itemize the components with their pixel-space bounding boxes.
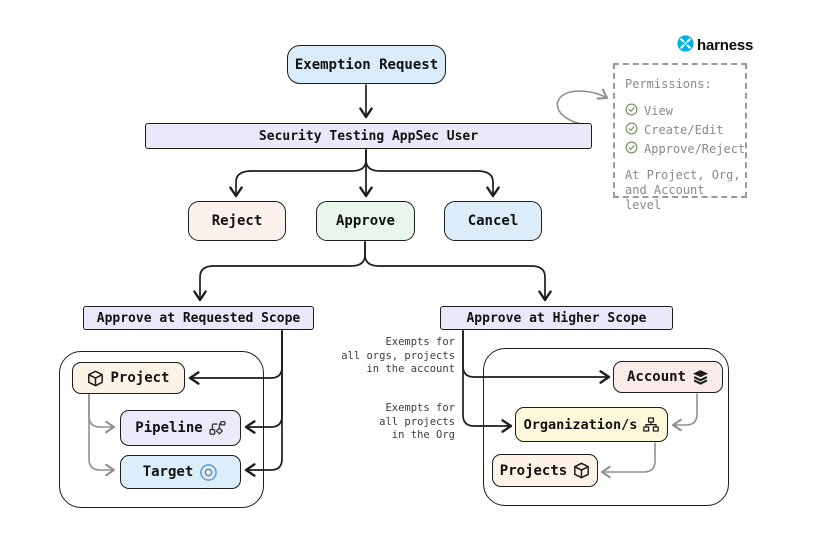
permission-label: View xyxy=(644,104,673,118)
permissions-panel: Permissions: View Create/Edit Approve/Re… xyxy=(613,63,747,212)
cube-icon xyxy=(87,370,104,387)
org-chart-icon xyxy=(643,416,660,433)
permission-label: Approve/Reject xyxy=(644,142,746,156)
permissions-scope-note: At Project, Org, and Account level xyxy=(625,168,741,212)
node-label: Reject xyxy=(211,213,263,229)
permission-item: View xyxy=(625,103,745,119)
permission-item: Approve/Reject xyxy=(625,141,745,157)
node-label: Organization/s xyxy=(523,416,638,433)
node-reject: Reject xyxy=(188,201,286,241)
cube-icon xyxy=(573,462,590,479)
annotation-org-scope: Exempts for all projects in the Org xyxy=(379,402,455,441)
node-account: Account xyxy=(613,361,723,393)
permission-item: Create/Edit xyxy=(625,122,745,138)
node-approve-requested-scope: Approve at Requested Scope xyxy=(83,306,314,330)
target-icon xyxy=(199,463,218,482)
harness-logo-icon xyxy=(677,34,694,56)
layers-icon xyxy=(692,369,709,386)
harness-wordmark: harness xyxy=(697,36,754,54)
node-target: Target xyxy=(120,455,241,489)
annotation-account-scope: Exempts for all orgs, projects in the ac… xyxy=(341,336,455,375)
node-label: Account xyxy=(626,369,686,385)
pipeline-icon xyxy=(209,420,226,437)
node-label: Pipeline xyxy=(135,420,203,436)
node-label: Target xyxy=(142,464,194,480)
node-cancel: Cancel xyxy=(444,201,542,241)
node-approve-higher-scope: Approve at Higher Scope xyxy=(440,306,673,330)
node-organizations: Organization/s xyxy=(515,407,668,442)
node-label: Exemption Request xyxy=(294,56,439,73)
node-label: Projects xyxy=(499,462,568,479)
node-project: Project xyxy=(72,362,185,394)
node-label: Approve at Higher Scope xyxy=(466,310,647,326)
node-appsec-user: Security Testing AppSec User xyxy=(145,123,592,149)
node-exemption-request: Exemption Request xyxy=(287,45,446,84)
node-label: Security Testing AppSec User xyxy=(258,128,479,144)
permissions-title: Permissions: xyxy=(625,77,712,91)
harness-brand: harness xyxy=(677,34,754,56)
node-label: Approve xyxy=(335,213,395,229)
node-approve: Approve xyxy=(316,201,415,241)
node-pipeline: Pipeline xyxy=(120,410,241,446)
permission-label: Create/Edit xyxy=(644,123,724,137)
node-projects: Projects xyxy=(492,454,598,487)
check-circle-icon xyxy=(625,103,638,119)
node-label: Approve at Requested Scope xyxy=(96,310,301,326)
node-label: Cancel xyxy=(467,213,519,229)
check-circle-icon xyxy=(625,122,638,138)
check-circle-icon xyxy=(625,141,638,157)
node-label: Project xyxy=(110,370,170,386)
